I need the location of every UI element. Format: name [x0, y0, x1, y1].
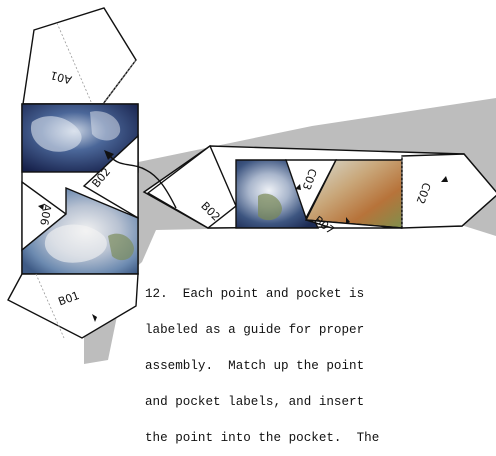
- bottom-pentagon-flap: [7, 273, 139, 339]
- caption-line: the point into the pocket. The: [145, 431, 380, 445]
- papercraft-net-diagram: A01 B02 A06 B01 B02 C03 B07 C02: [7, 7, 496, 364]
- fold-line: [56, 22, 93, 105]
- triangle-b07: [305, 219, 403, 229]
- caption-line: and pocket labels, and insert: [145, 395, 365, 409]
- insertion-arrowhead: [104, 150, 114, 160]
- cloud-texture: [90, 111, 121, 141]
- cloud-texture: [44, 224, 107, 263]
- caption-line: 12. Each point and pocket is: [145, 287, 365, 301]
- arrow-marker: [38, 204, 44, 210]
- arrow-marker: [441, 176, 448, 182]
- caption-line: labeled as a guide for proper: [145, 323, 365, 337]
- instruction-caption: 12. Each point and pocket is labeled as …: [145, 264, 493, 456]
- land-texture: [258, 193, 282, 221]
- label-a06: A06: [37, 203, 54, 226]
- arrow-marker: [346, 217, 350, 224]
- label-a01: A01: [49, 68, 73, 86]
- land-texture: [108, 233, 134, 261]
- arrow-marker: [295, 184, 301, 190]
- fold-line: [102, 59, 137, 105]
- caption-line: assembly. Match up the point: [145, 359, 365, 373]
- arrow-marker: [92, 314, 97, 322]
- triangle-b02-top: [82, 134, 139, 220]
- cloud-texture: [30, 116, 82, 152]
- satellite-tile-center: [235, 159, 320, 229]
- insertion-curve: [109, 155, 177, 209]
- top-pentagon-flap: [22, 7, 137, 105]
